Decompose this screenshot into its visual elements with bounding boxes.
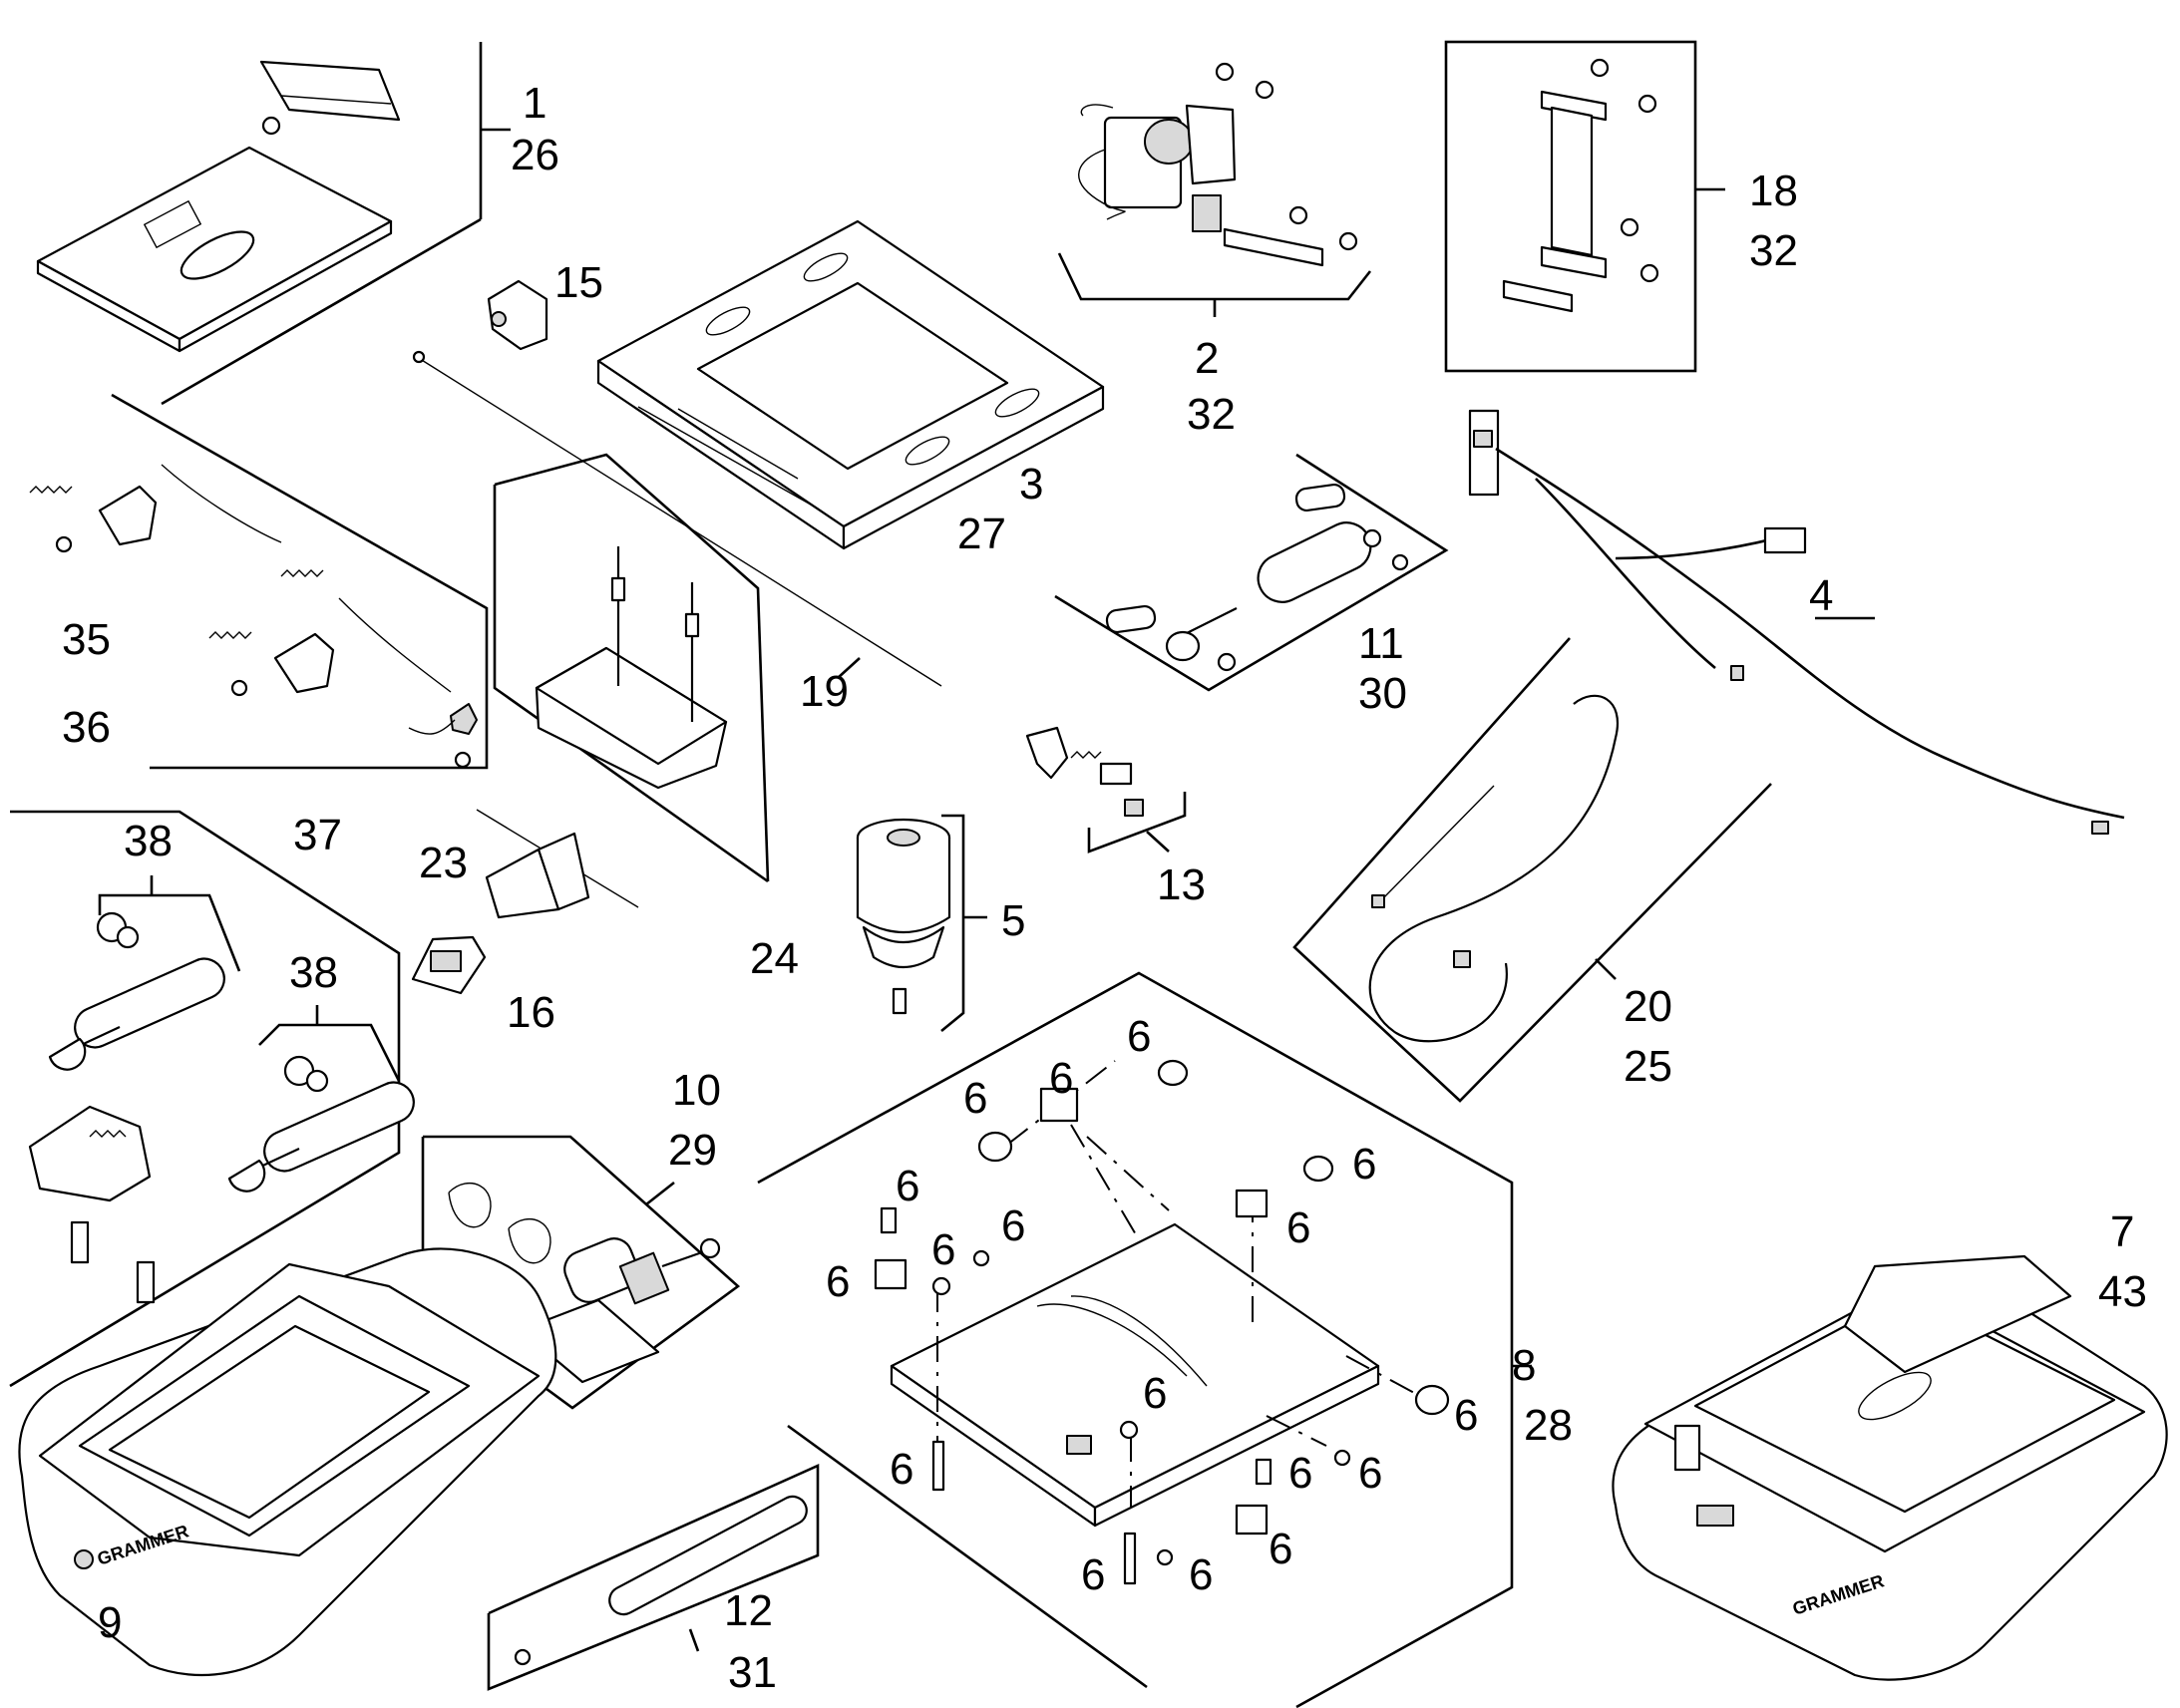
label-6: 6 [931, 1225, 955, 1274]
label-32a: 32 [1187, 390, 1236, 439]
label-6: 6 [890, 1445, 913, 1494]
bowden-cable [412, 350, 942, 687]
label-26: 26 [511, 131, 559, 179]
latch-assembly [1025, 726, 1187, 854]
label-6: 6 [1286, 1203, 1310, 1252]
damper-cylinder [1054, 453, 1449, 692]
label-6: 6 [1001, 1201, 1025, 1250]
label-15: 15 [554, 258, 603, 307]
label-6: 6 [1454, 1391, 1478, 1440]
suspension-frame [596, 219, 1105, 550]
air-spring [856, 814, 987, 1033]
label-4: 4 [1809, 571, 1833, 620]
label-5: 5 [1001, 896, 1025, 945]
label-6: 6 [1352, 1140, 1376, 1189]
label-16: 16 [507, 988, 555, 1037]
label-27: 27 [957, 510, 1006, 558]
complete-seat-base: GRAMMER [1612, 1254, 2168, 1681]
label-6: 6 [1288, 1449, 1312, 1498]
label-6: 6 [1127, 1012, 1151, 1061]
label-6: 6 [896, 1162, 919, 1210]
air-hose [1292, 637, 1772, 1103]
callout-labels: 1 26 2 32 18 32 15 3 27 4 11 30 35 36 19… [62, 79, 2147, 1697]
bar-kit [487, 1463, 820, 1691]
label-36: 36 [62, 703, 111, 752]
label-29: 29 [668, 1126, 717, 1175]
label-6: 6 [1269, 1525, 1292, 1573]
label-28: 28 [1524, 1401, 1573, 1450]
label-8: 8 [1512, 1341, 1536, 1390]
label-6: 6 [1049, 1054, 1073, 1103]
label-25: 25 [1624, 1042, 1672, 1091]
label-1: 1 [523, 79, 546, 128]
label-30: 30 [1358, 669, 1407, 718]
adjuster-mechanism [476, 809, 639, 919]
label-10: 10 [672, 1066, 721, 1115]
label-11: 11 [1358, 619, 1404, 668]
label-19: 19 [800, 667, 849, 716]
lever-spring-kit [29, 393, 489, 770]
label-18: 18 [1749, 167, 1798, 215]
wiring-harness [1468, 409, 2125, 835]
gas-spring-kit [9, 810, 415, 1388]
base-plate-assembly [36, 42, 511, 406]
label-12: 12 [724, 1586, 773, 1635]
label-13: 13 [1157, 860, 1206, 909]
label-9: 9 [98, 1598, 122, 1647]
label-6: 6 [1189, 1550, 1213, 1599]
slide-frame-kit [757, 971, 1532, 1708]
label-38a: 38 [124, 817, 173, 865]
label-23: 23 [419, 839, 468, 887]
label-6: 6 [963, 1074, 987, 1123]
label-32b: 32 [1749, 226, 1798, 275]
label-2: 2 [1195, 334, 1219, 383]
label-38b: 38 [289, 948, 338, 997]
label-6: 6 [1081, 1550, 1105, 1599]
bracket-kit-box [1444, 40, 1725, 373]
release-knob [487, 279, 548, 351]
label-7: 7 [2110, 1207, 2134, 1256]
label-20: 20 [1624, 982, 1672, 1031]
label-24: 24 [750, 934, 799, 983]
label-3: 3 [1019, 460, 1043, 509]
label-37: 37 [293, 811, 342, 859]
valve-block-assembly [1057, 62, 1372, 317]
base-tub: GRAMMER [18, 1247, 557, 1677]
label-6: 6 [1358, 1449, 1382, 1498]
bracket-with-studs [493, 453, 770, 883]
label-35: 35 [62, 615, 111, 664]
label-6: 6 [826, 1257, 850, 1306]
label-6: 6 [1143, 1369, 1167, 1418]
label-43: 43 [2098, 1267, 2147, 1316]
handle-cover [411, 935, 487, 995]
label-31: 31 [728, 1648, 777, 1697]
